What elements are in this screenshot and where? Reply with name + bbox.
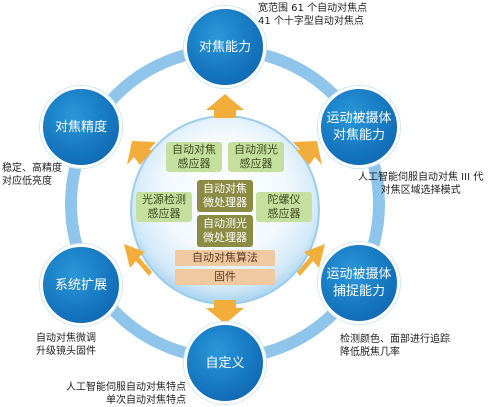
arrow-to-lower-left bbox=[124, 244, 152, 276]
af-sensor-box: 自动对焦 感应器 bbox=[166, 142, 222, 172]
arrow-to-upper-left bbox=[127, 141, 156, 165]
gyro-sensor-box: 陀螺仪 感应器 bbox=[256, 192, 312, 222]
node-top-label: 对焦能力 bbox=[198, 39, 251, 55]
note-lower-right: 检测颜色、面部进行追踪 降低脱焦几率 bbox=[340, 334, 450, 358]
node-bottom: 自定义 bbox=[184, 322, 266, 404]
ae-processor-box: 自动测光 微处理器 bbox=[197, 215, 253, 247]
node-upper-left-label: 对焦精度 bbox=[54, 119, 107, 135]
note-lower-left: 自动对焦微调 升级镜头固件 bbox=[36, 333, 96, 357]
af-processor-box: 自动对焦 微处理器 bbox=[197, 180, 253, 212]
note-bottom: 人工智能伺服自动对焦特点 单次自动对焦特点 bbox=[66, 382, 186, 406]
node-lower-left-label: 系统扩展 bbox=[54, 277, 107, 293]
node-upper-left: 对焦精度 bbox=[40, 86, 122, 168]
arrow-to-upper-right bbox=[293, 141, 322, 165]
firmware-box: 固件 bbox=[175, 269, 275, 285]
node-upper-right: 运动被摄体 对焦能力 bbox=[318, 86, 400, 168]
arrow-to-top bbox=[206, 94, 244, 118]
arrow-to-bottom bbox=[206, 300, 244, 324]
node-bottom-label: 自定义 bbox=[205, 355, 245, 371]
node-lower-right: 运动被摄体 捕捉能力 bbox=[318, 242, 400, 324]
node-lower-left: 系统扩展 bbox=[40, 244, 122, 326]
node-upper-right-label: 运动被摄体 对焦能力 bbox=[326, 111, 392, 143]
note-top: 宽范围 61 个自动对焦点 41 个十字型自动对焦点 bbox=[258, 3, 368, 27]
light-source-sensor-box: 光源检测 感应器 bbox=[136, 192, 192, 222]
af-algorithm-box: 自动对焦算法 bbox=[175, 250, 275, 266]
note-upper-left: 稳定、高精度 对应低亮度 bbox=[2, 163, 62, 187]
arrow-to-lower-right bbox=[297, 244, 325, 276]
node-lower-right-label: 运动被摄体 捕捉能力 bbox=[326, 267, 392, 299]
note-upper-right: 人工智能伺服自动对焦 III 代 对焦区域选择模式 bbox=[358, 172, 484, 196]
node-top: 对焦能力 bbox=[184, 6, 266, 88]
ae-sensor-box: 自动测光 感应器 bbox=[228, 142, 284, 172]
